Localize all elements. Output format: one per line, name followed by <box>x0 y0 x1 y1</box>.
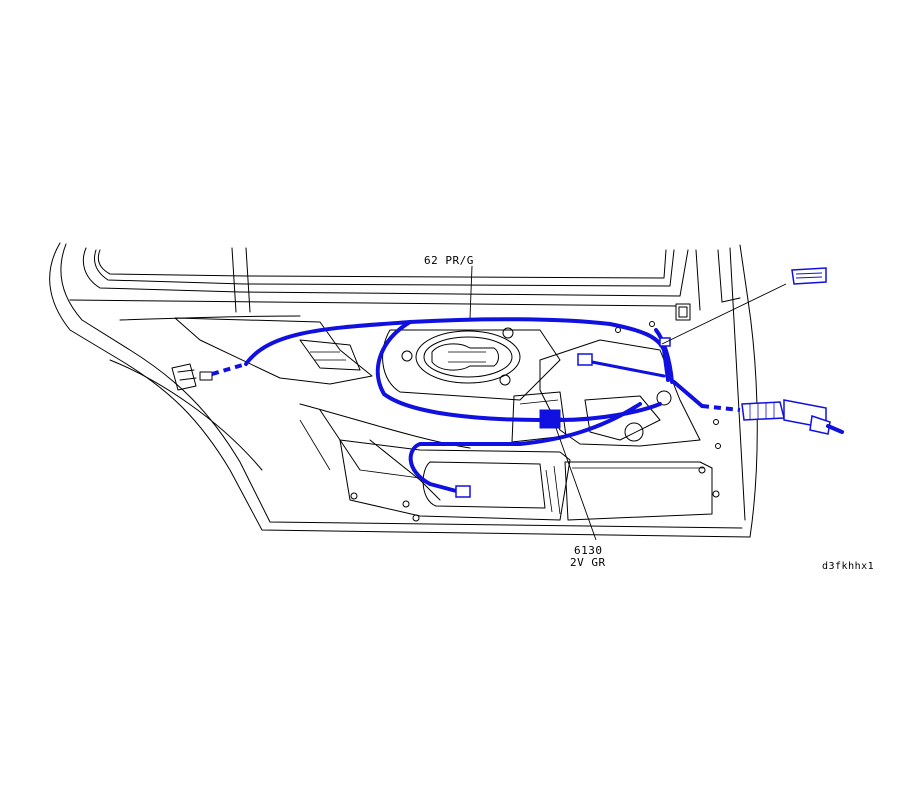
center-connector <box>539 409 561 429</box>
connector-flag-callout <box>661 267 827 345</box>
grommet-connector <box>659 337 671 347</box>
pigtail-connector <box>741 399 844 435</box>
lower-connector <box>455 485 471 498</box>
flag-icon-lines <box>795 272 823 279</box>
right-small-connector <box>577 353 593 366</box>
top-wire-callout: 62 PR/G <box>424 254 474 319</box>
door-panel-outline <box>49 242 758 538</box>
bottom-wire-color: 2V GR <box>570 556 606 569</box>
wiring-harness <box>211 317 844 498</box>
bottom-wire-code: 6130 <box>574 544 603 557</box>
figure-id: d3fkhhx1 <box>822 561 874 572</box>
top-wire-label: 62 PR/G <box>424 254 474 267</box>
flag-icon <box>791 267 827 285</box>
bottom-wire-callout: 6130 2V GR <box>555 427 606 569</box>
